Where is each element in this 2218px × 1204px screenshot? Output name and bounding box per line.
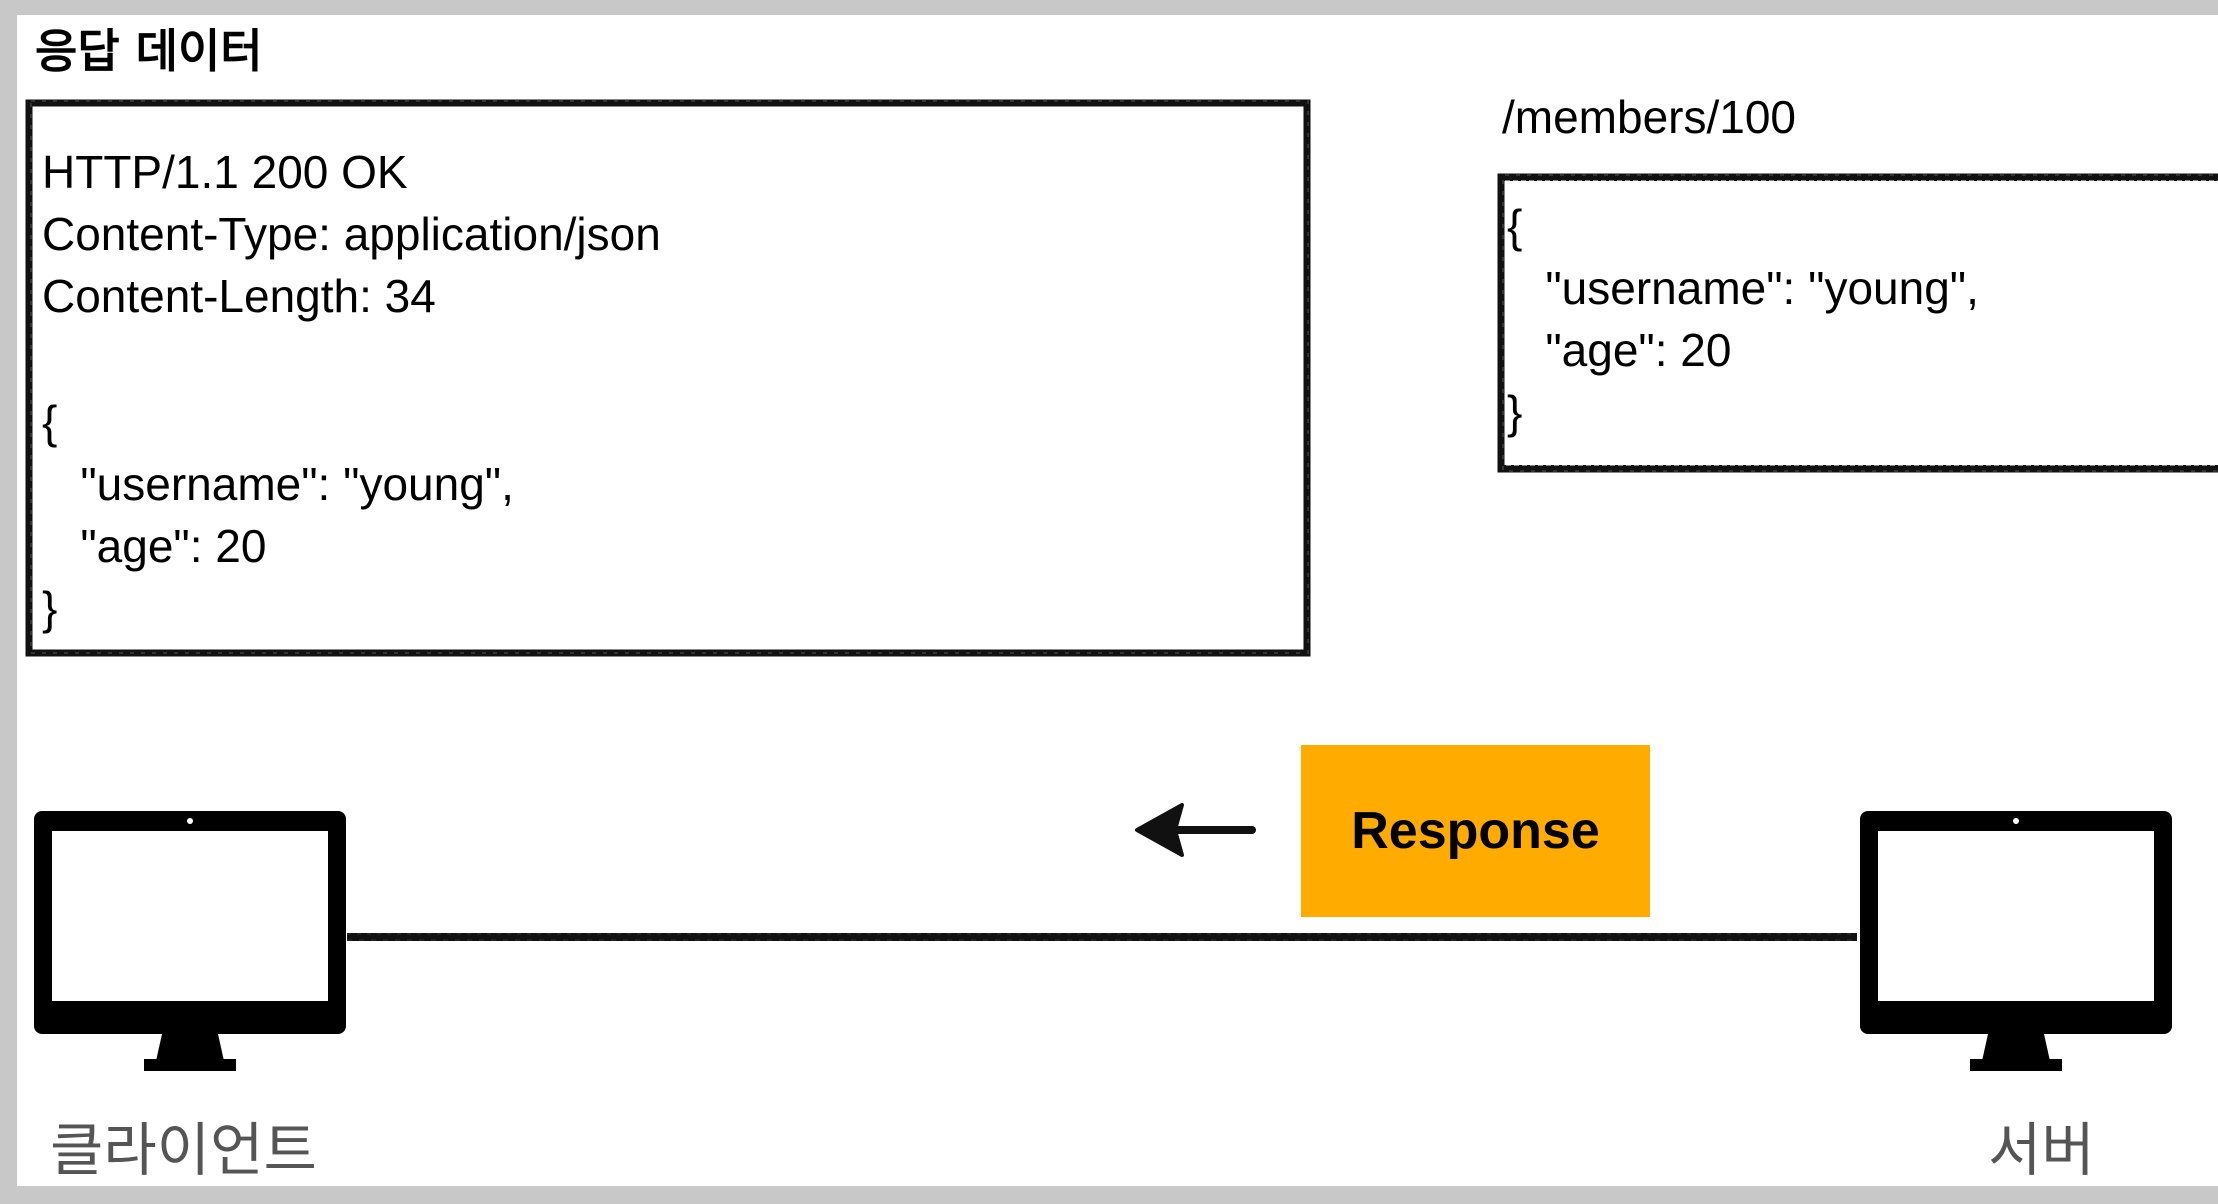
sketch-border bbox=[1497, 173, 2218, 473]
response-message-box: HTTP/1.1 200 OK Content-Type: applicatio… bbox=[25, 99, 1315, 659]
resource-body-line: } bbox=[1507, 386, 1523, 438]
server-label: 서버 bbox=[1988, 1116, 2095, 1184]
status-line: HTTP/1.1 200 OK bbox=[42, 146, 408, 198]
header-line: Content-Length: 34 bbox=[42, 270, 436, 322]
header-line: Content-Type: application/json bbox=[42, 208, 661, 260]
response-label: Response bbox=[1351, 802, 1600, 860]
resource-body-line: "username": "young", bbox=[1507, 262, 1979, 314]
diagram-canvas: 응답 데이터 HTTP/1.1 200 OK Content-Type: app… bbox=[17, 15, 2218, 1186]
arrow-left-icon bbox=[1135, 803, 1256, 857]
resource-box: { "username": "young", "age": 20 } bbox=[1497, 173, 2218, 478]
client-monitor-icon bbox=[34, 811, 346, 1071]
resource-body-line: { bbox=[1507, 200, 1523, 252]
body-line: { bbox=[42, 396, 58, 448]
resource-path: /members/100 bbox=[1502, 91, 1797, 143]
diagram-title: 응답 데이터 bbox=[35, 24, 263, 78]
server-monitor-icon bbox=[1860, 811, 2172, 1071]
resource-body-line: "age": 20 bbox=[1507, 324, 1732, 376]
client-label: 클라이언트 bbox=[50, 1116, 317, 1184]
connection-layer bbox=[347, 803, 1857, 941]
body-line: "username": "young", bbox=[42, 458, 514, 510]
connection-line bbox=[347, 933, 1857, 941]
response-badge: Response bbox=[1301, 745, 1650, 917]
body-line: } bbox=[42, 582, 58, 634]
sketch-border bbox=[25, 99, 1311, 657]
body-line: "age": 20 bbox=[42, 520, 267, 572]
